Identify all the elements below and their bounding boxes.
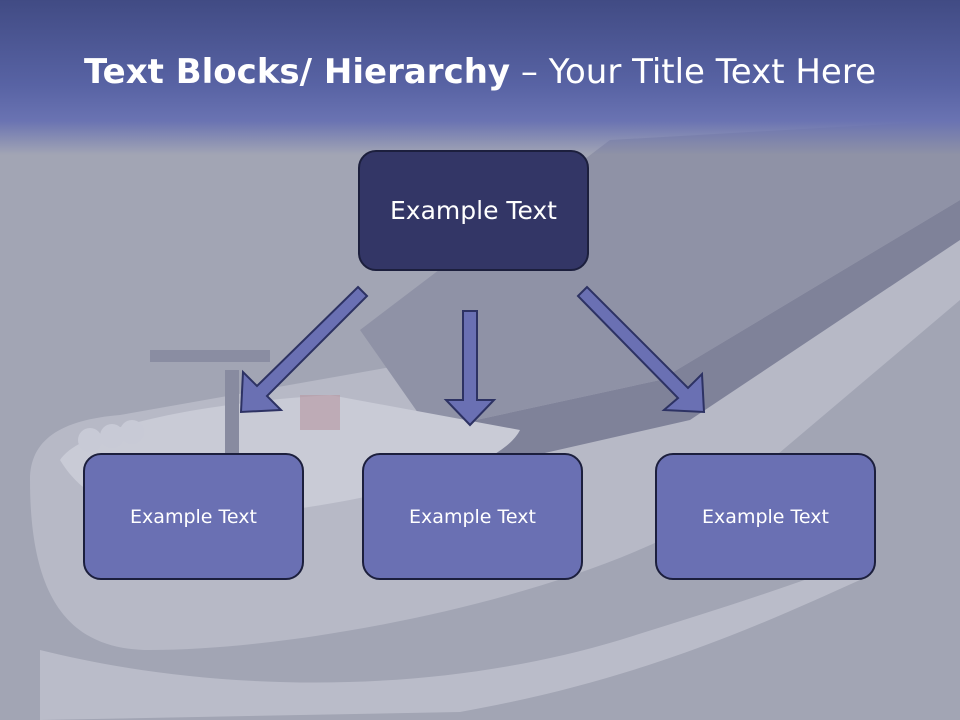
title-band [0, 0, 960, 155]
child-label-right: Example Text [702, 505, 829, 528]
top-level-box: Example Text [358, 150, 589, 271]
child-box-left: Example Text [83, 453, 304, 580]
slide-title: Text Blocks/ Hierarchy – Your Title Text… [0, 52, 960, 92]
child-box-right: Example Text [655, 453, 876, 580]
title-bold: Text Blocks/ Hierarchy [83, 52, 511, 92]
top-level-label: Example Text [390, 196, 557, 225]
child-box-center: Example Text [362, 453, 583, 580]
title-rest: – Your Title Text Here [510, 52, 876, 92]
child-label-center: Example Text [409, 505, 536, 528]
child-label-left: Example Text [130, 505, 257, 528]
